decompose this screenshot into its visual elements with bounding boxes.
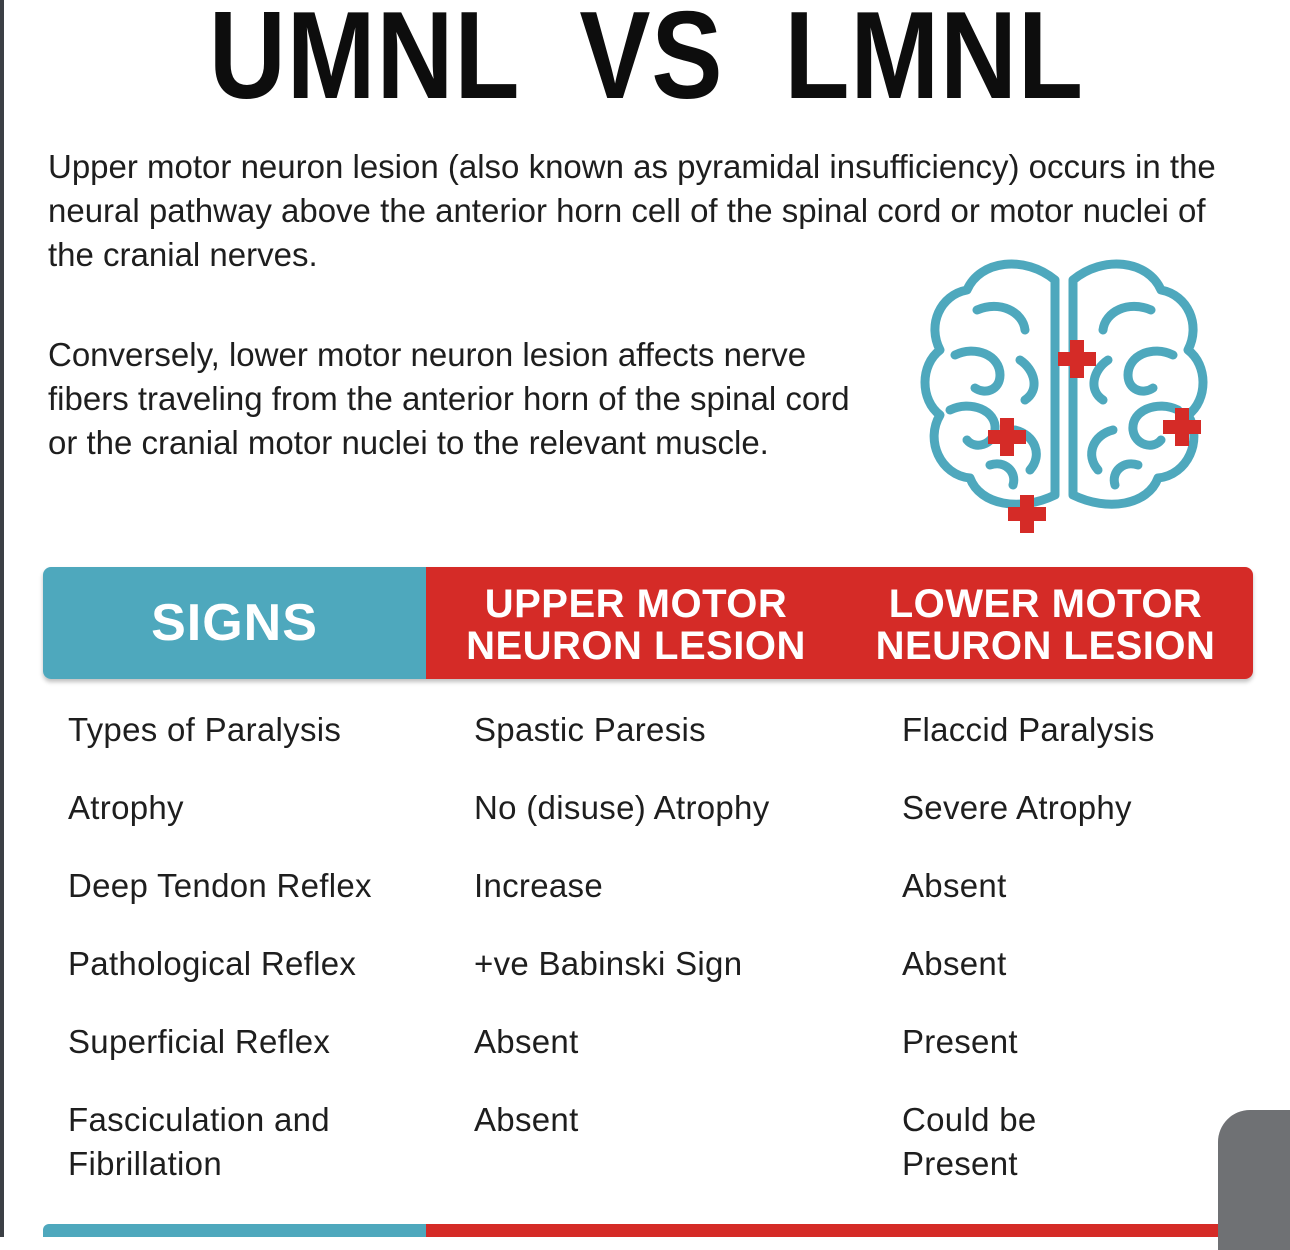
row-sign: Types of Paralysis bbox=[68, 711, 342, 748]
row-lmn-value: Absent bbox=[902, 945, 1007, 982]
row-umn-value: Absent bbox=[474, 1023, 579, 1060]
intro-paragraph-lmn: Conversely, lower motor neuron lesion af… bbox=[48, 336, 850, 461]
left-edge-bar bbox=[0, 0, 4, 1237]
row-sign: Atrophy bbox=[68, 789, 184, 826]
header-lesions: UPPER MOTOR NEURON LESION LOWER MOTOR NE… bbox=[426, 567, 1253, 679]
header-signs: SIGNS bbox=[43, 567, 426, 679]
brain-right-hemisphere bbox=[1068, 259, 1208, 509]
footer-bar-red bbox=[426, 1224, 1220, 1237]
intro-paragraph-umn: Upper motor neuron lesion (also known as… bbox=[48, 148, 1216, 273]
row-sign: Fasciculation and Fibrillation bbox=[68, 1101, 330, 1182]
row-lmn-value: Severe Atrophy bbox=[902, 789, 1132, 826]
row-sign: Pathological Reflex bbox=[68, 945, 357, 982]
row-umn-value: Absent bbox=[474, 1101, 579, 1138]
table-header: SIGNS UPPER MOTOR NEURON LESION LOWER MO… bbox=[43, 567, 1253, 679]
row-lmn-value: Present bbox=[902, 1023, 1018, 1060]
red-cross-icons bbox=[988, 340, 1201, 533]
row-lmn-value: Flaccid Paralysis bbox=[902, 711, 1155, 748]
brain-left-hemisphere bbox=[920, 259, 1060, 509]
row-umn-value: No (disuse) Atrophy bbox=[474, 789, 770, 826]
row-umn-value: +ve Babinski Sign bbox=[474, 945, 743, 982]
row-lmn-value: Could be Present bbox=[902, 1101, 1037, 1182]
header-lower-motor-neuron-lesion: LOWER MOTOR NEURON LESION bbox=[875, 582, 1216, 668]
row-umn-value: Increase bbox=[474, 867, 603, 904]
brain-icon bbox=[920, 259, 1208, 533]
row-sign: Deep Tendon Reflex bbox=[68, 867, 372, 904]
header-upper-motor-neuron-lesion: UPPER MOTOR NEURON LESION bbox=[466, 582, 806, 668]
row-sign: Superficial Reflex bbox=[68, 1023, 331, 1060]
corner-overlay bbox=[1218, 1110, 1290, 1250]
page-title: UMNL VS LMNL bbox=[208, 0, 1084, 125]
row-lmn-value: Absent bbox=[902, 867, 1007, 904]
row-umn-value: Spastic Paresis bbox=[474, 711, 706, 748]
footer-bar-teal bbox=[43, 1224, 426, 1237]
